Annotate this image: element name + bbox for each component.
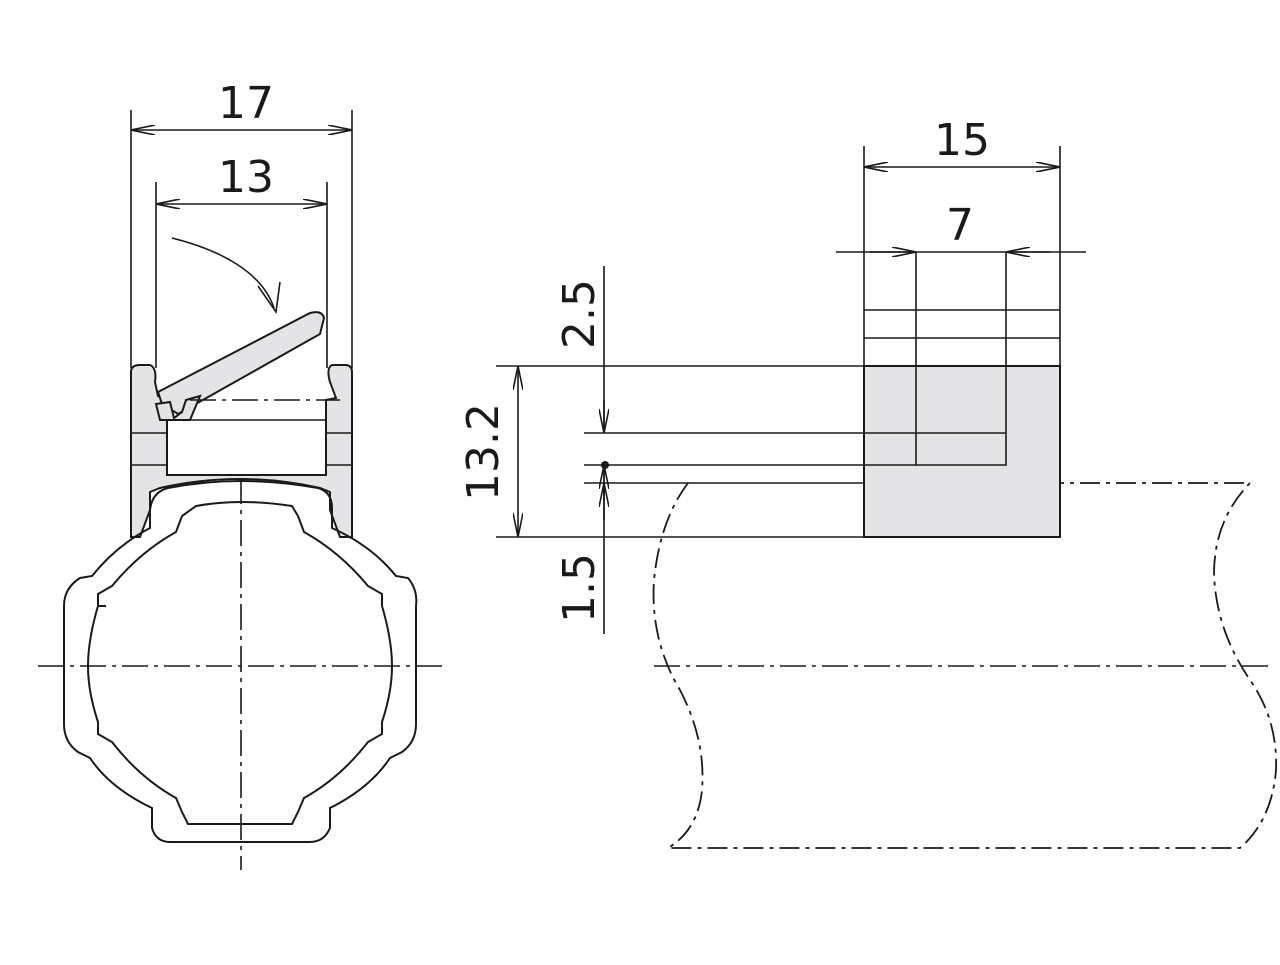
- tube-profile-inner: [86, 501, 394, 825]
- tube-profile-outer: [63, 480, 418, 843]
- reference-point: [601, 461, 609, 469]
- slot-outline: [915, 252, 1007, 466]
- clamp-body: [130, 364, 353, 538]
- side-view: 15 7 13.2 2.5 1.5: [458, 115, 1277, 849]
- clamp-block: [863, 365, 1061, 538]
- lever-hook: [154, 394, 202, 421]
- rotation-arrowhead-icon: [257, 281, 281, 315]
- dimension-label-2-5: 2.5: [554, 279, 605, 349]
- rotation-arrow-icon: [171, 237, 275, 309]
- lever: [156, 311, 326, 416]
- dimension-label-7: 7: [946, 200, 974, 251]
- dimension-label-1-5: 1.5: [554, 553, 605, 623]
- dimension-label-15: 15: [934, 115, 990, 166]
- dimension-label-13: 13: [218, 152, 274, 203]
- dimension-label-13-2: 13.2: [458, 403, 509, 501]
- section-view: 17 13: [38, 78, 442, 870]
- tube-phantom-outline: [652, 482, 1277, 849]
- dimension-label-17: 17: [218, 78, 274, 129]
